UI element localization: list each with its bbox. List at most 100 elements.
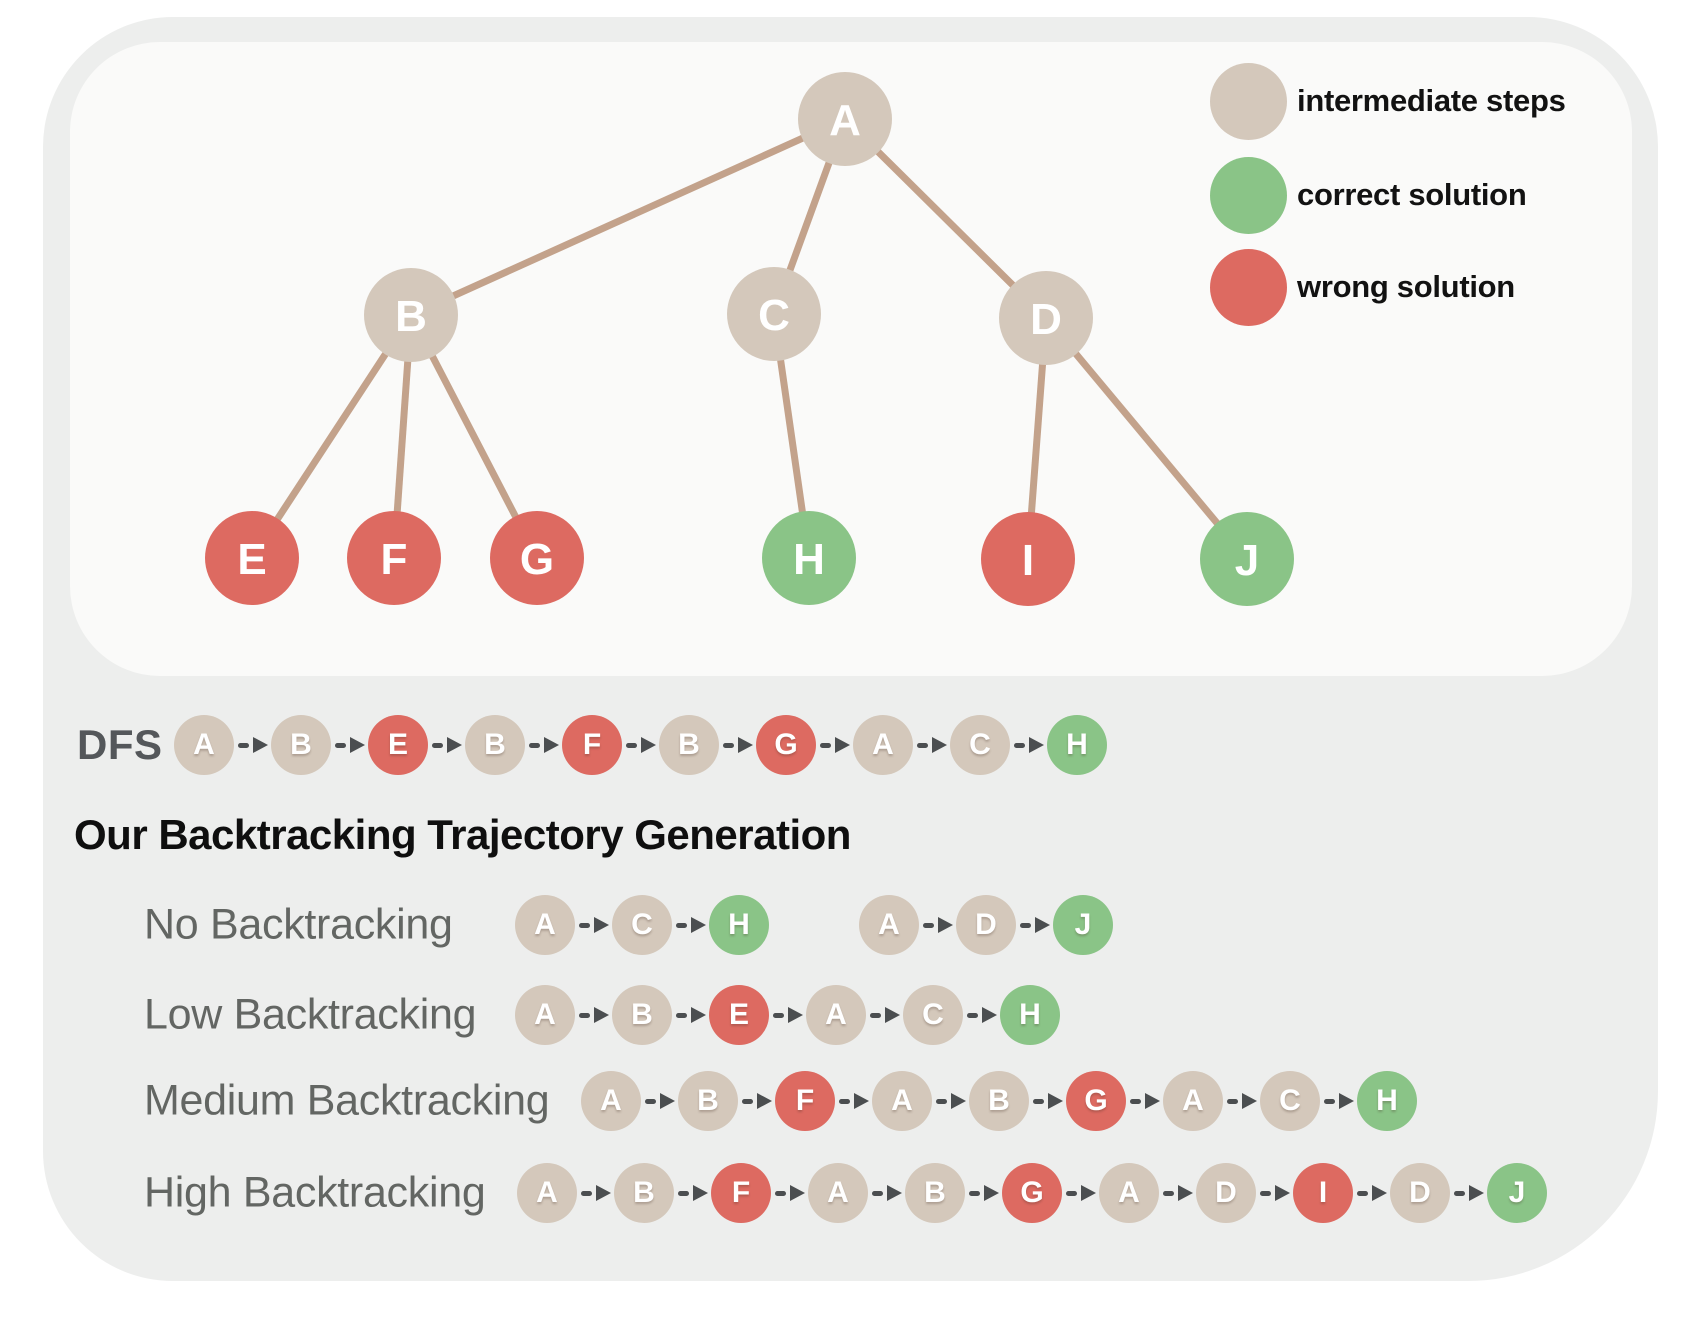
seq-node-label: B	[631, 998, 653, 1031]
tree-node-label-B: B	[395, 292, 427, 341]
seq-node-B: B	[612, 985, 672, 1045]
seq-node-label: C	[969, 728, 991, 761]
legend-swatch-correct	[1210, 156, 1287, 234]
tree-node-label-F: F	[381, 535, 408, 584]
arrow-head	[787, 1007, 803, 1023]
tree-node-label-H: H	[793, 535, 825, 584]
seq-node-E: E	[368, 715, 428, 775]
seq-node-label: B	[678, 728, 700, 761]
seq-node-H: H	[709, 895, 769, 955]
arrow-icon	[719, 715, 756, 775]
arrow-dash	[922, 922, 934, 928]
arrow-head	[252, 737, 268, 753]
arrow-icon	[1450, 1163, 1487, 1223]
seq-node-label: A	[536, 1176, 558, 1209]
tree-node-E	[205, 511, 299, 605]
legend-label-correct: correct solution	[1297, 177, 1527, 212]
arrow-dash	[528, 742, 540, 748]
arrow-icon	[234, 715, 271, 775]
arrow-head	[756, 1093, 772, 1109]
seq-node-label: B	[290, 728, 312, 761]
arrow-dash	[774, 1190, 786, 1196]
arrow-icon	[672, 895, 709, 955]
arrow-icon	[577, 1163, 614, 1223]
arrow-icon	[1256, 1163, 1293, 1223]
arrow-head	[692, 1185, 708, 1201]
seq-node-B: B	[659, 715, 719, 775]
seq-node-A: A	[517, 1163, 577, 1223]
arrow-head	[983, 1185, 999, 1201]
arrow-icon	[525, 715, 562, 775]
seq-node-label: B	[988, 1084, 1010, 1117]
seq-node-label: C	[1279, 1084, 1301, 1117]
seq-node-label: E	[728, 998, 749, 1031]
arrow-head	[1028, 737, 1044, 753]
arrow-dash	[237, 742, 249, 748]
seq-node-A: A	[1163, 1071, 1223, 1131]
arrow-dash	[772, 1012, 784, 1018]
arrow-head	[834, 737, 850, 753]
arrow-head	[1047, 1093, 1063, 1109]
arrow-head	[1080, 1185, 1096, 1201]
arrow-head	[595, 1185, 611, 1201]
seq-node-B: B	[465, 715, 525, 775]
arrow-dash	[869, 1012, 881, 1018]
arrow-icon	[641, 1071, 678, 1131]
arrow-head	[1274, 1185, 1290, 1201]
seq-node-label: A	[534, 998, 556, 1031]
arrow-icon	[1029, 1071, 1066, 1131]
arrow-head	[1338, 1093, 1354, 1109]
seq-node-label: G	[774, 728, 798, 761]
tree-node-label-C: C	[758, 291, 790, 340]
arrow-head	[789, 1185, 805, 1201]
arrow-icon	[622, 715, 659, 775]
tree-node-label-E: E	[237, 535, 266, 584]
seq-node-label: A	[534, 908, 556, 941]
seq-node-label: D	[975, 908, 997, 941]
arrow-dash	[871, 1190, 883, 1196]
arrow-head	[659, 1093, 675, 1109]
legend-label-intermediate: intermediate steps	[1297, 83, 1566, 118]
seq-node-label: B	[633, 1176, 655, 1209]
arrow-icon	[672, 985, 709, 1045]
tree-node-B	[364, 268, 458, 362]
tree-node-C	[727, 267, 821, 361]
row-label-medium-backtracking: Medium Backtracking	[144, 1076, 550, 1125]
seq-node-label: F	[731, 1176, 751, 1209]
arrow-head	[950, 1093, 966, 1109]
arrow-dash	[677, 1190, 689, 1196]
seq-node-label: A	[872, 728, 894, 761]
seq-node-label: G	[1020, 1176, 1044, 1209]
arrow-head	[349, 737, 365, 753]
arrow-icon	[1223, 1071, 1260, 1131]
seq-node-H: H	[1357, 1071, 1417, 1131]
arrow-icon	[963, 985, 1000, 1045]
seq-node-A: A	[174, 715, 234, 775]
legend-swatch-intermediate	[1210, 62, 1287, 140]
arrow-dash	[675, 1012, 687, 1018]
arrow-icon	[1353, 1163, 1390, 1223]
seq-node-B: B	[271, 715, 331, 775]
seq-node-label: B	[484, 728, 506, 761]
arrow-dash	[1323, 1098, 1335, 1104]
arrow-head	[884, 1007, 900, 1023]
tree-node-A	[798, 72, 892, 166]
arrow-head	[981, 1007, 997, 1023]
arrow-icon	[769, 985, 806, 1045]
arrow-icon	[1062, 1163, 1099, 1223]
seq-node-E: E	[709, 985, 769, 1045]
legend-swatch-wrong	[1210, 248, 1287, 326]
arrow-dash	[722, 742, 734, 748]
tree-edge-A-D	[842, 116, 1049, 321]
seq-node-label: A	[825, 998, 847, 1031]
arrow-dash	[334, 742, 346, 748]
seq-node-label: A	[891, 1084, 913, 1117]
tree-node-label-A: A	[829, 96, 861, 145]
arrow-dash	[1129, 1098, 1141, 1104]
